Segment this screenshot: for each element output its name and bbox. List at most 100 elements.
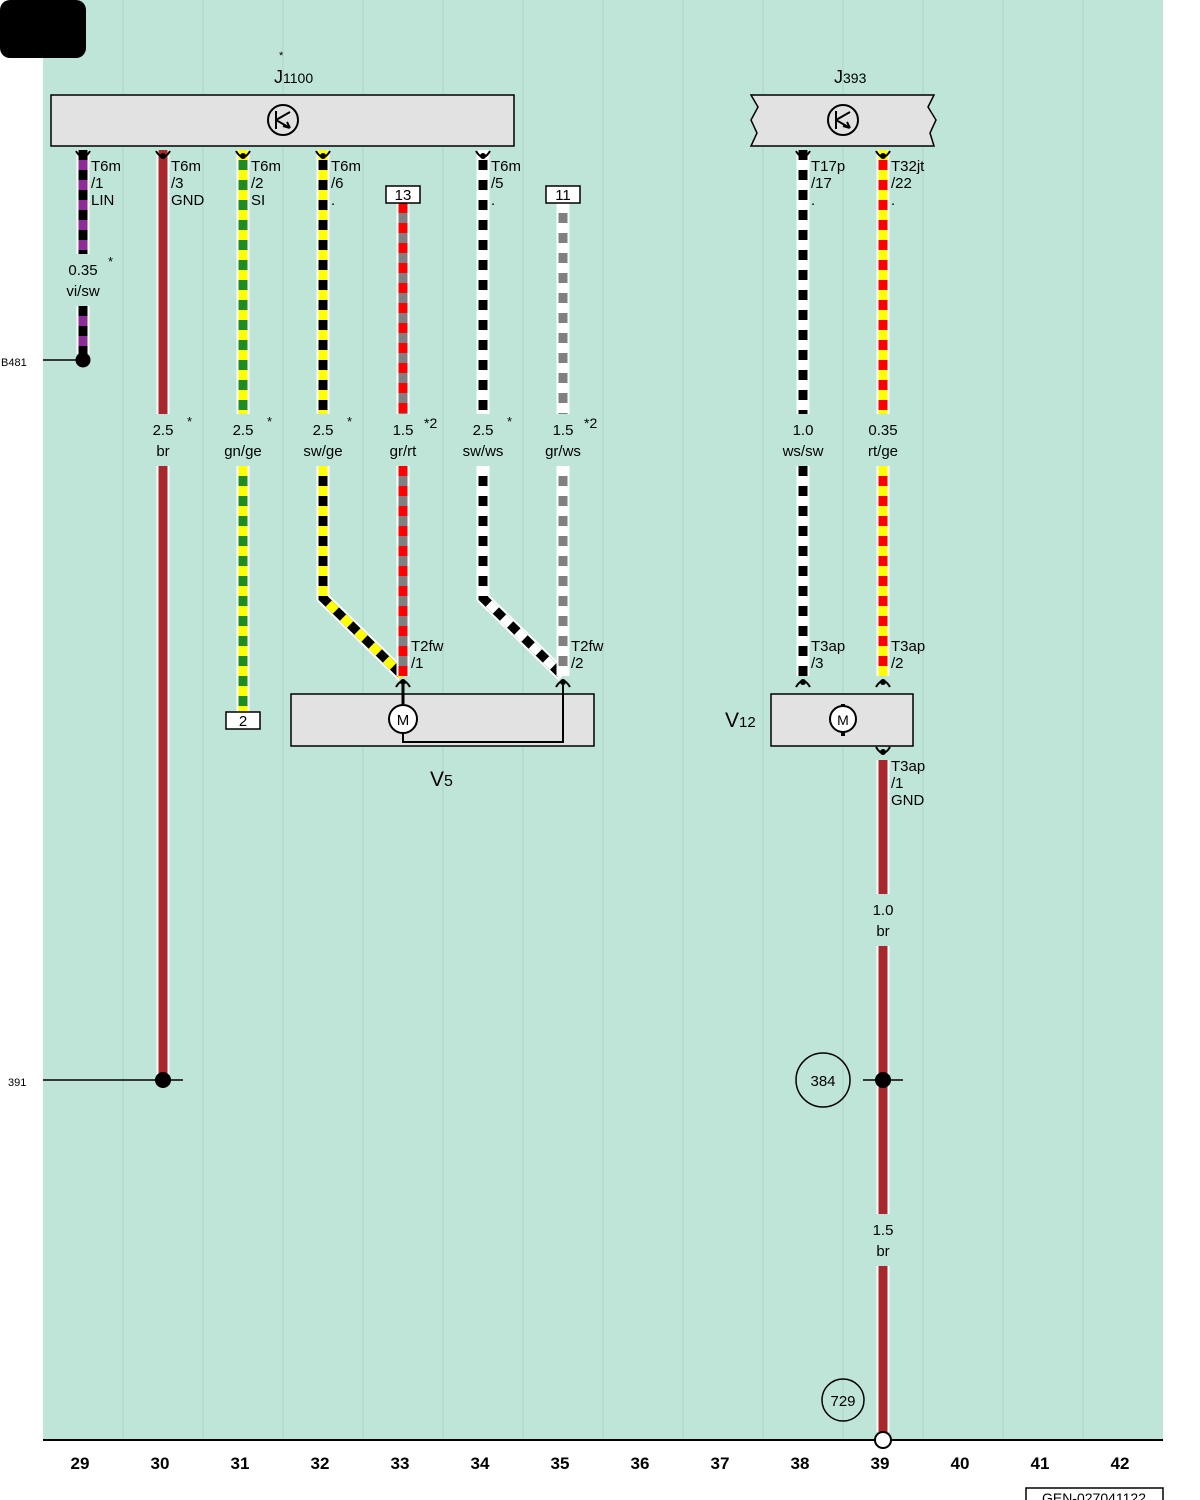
ref-384[interactable]: 384 — [795, 1052, 903, 1108]
component-v12[interactable]: M V12 — [725, 693, 914, 747]
terminal-top-483 — [475, 150, 491, 159]
pin-label-34: T6m/5. — [491, 158, 521, 209]
column-number: 38 — [791, 1454, 810, 1473]
ref-384-circle — [795, 1052, 851, 1108]
column-number: 34 — [471, 1454, 490, 1473]
pin-label-v5-2: T2fw/2 — [571, 638, 604, 672]
junction-dot — [875, 1072, 891, 1088]
column-number: 32 — [311, 1454, 330, 1473]
component-j393-box — [749, 94, 937, 147]
motor-v5-link — [402, 685, 564, 743]
component-v5-box — [290, 693, 595, 747]
pin-label-39: T32jt/22. — [891, 158, 925, 209]
pin-label-32: T6m/6. — [331, 158, 361, 209]
wire-mark-31: * — [267, 414, 272, 429]
motor-icon — [388, 704, 418, 734]
ref-384-label: 384 — [810, 1073, 835, 1090]
column-number: 29 — [71, 1454, 90, 1473]
wire-32b[interactable] — [316, 466, 408, 681]
junction-dot — [155, 1072, 171, 1088]
column-number: 40 — [951, 1454, 970, 1473]
column-number: 42 — [1111, 1454, 1130, 1473]
component-v5[interactable]: M V5 — [290, 685, 595, 791]
transistor-icon — [827, 104, 859, 136]
column-number: 36 — [631, 1454, 650, 1473]
wire-mark-29: * — [108, 254, 113, 269]
junction-dot — [75, 352, 91, 368]
wire-marks: * * * * *2 * *2 — [108, 254, 597, 431]
svg-text:13: 13 — [395, 187, 412, 204]
terminals-layer — [75, 150, 891, 755]
terminal-v12-1 — [875, 746, 891, 755]
connector-box-13[interactable]: 13 — [385, 185, 421, 204]
wires-layer — [76, 150, 890, 1432]
ref-391-label: 391 — [8, 1077, 26, 1089]
pin-label-v5-1: T2fw/1 — [411, 638, 444, 672]
wire-34b[interactable] — [476, 466, 568, 681]
wire-mark-33: *2 — [424, 415, 437, 431]
corner-tab — [0, 0, 86, 58]
ref-729[interactable]: 729 — [821, 1378, 892, 1449]
motor-glyph: M — [397, 712, 410, 729]
wire-mark-35: *2 — [584, 415, 597, 431]
ref-391[interactable]: 391 — [8, 1072, 183, 1089]
component-j393[interactable]: J393 — [749, 67, 937, 147]
footer-code-box: GEN-027041122 — [1025, 1487, 1164, 1500]
terminal-top-163 — [155, 150, 171, 159]
wire-mark-34: * — [507, 414, 512, 429]
column-number: 30 — [151, 1454, 170, 1473]
terminal-v5-2 — [555, 679, 571, 688]
motor-glyph: M — [837, 712, 849, 728]
component-v5-label: V5 — [430, 768, 453, 791]
svg-text:2: 2 — [239, 713, 247, 730]
component-v12-label: V12 — [725, 709, 756, 732]
pin-label-v12-2: T3ap/2 — [891, 638, 925, 672]
column-number: 33 — [391, 1454, 410, 1473]
component-j1100[interactable]: * J1100 — [50, 50, 515, 147]
ref-729-label: 729 — [830, 1393, 855, 1410]
ref-729-circle — [821, 1378, 865, 1422]
terminal-top-323 — [315, 150, 331, 159]
pin-label-v12-3: T3ap/3 — [811, 638, 845, 672]
column-number: 41 — [1031, 1454, 1050, 1473]
terminal-top-243 — [235, 150, 251, 159]
column-number: 39 — [871, 1454, 890, 1473]
footer-code: GEN-027041122 — [1042, 1490, 1146, 1500]
connector-box-2[interactable]: 2 — [225, 711, 261, 730]
component-j1100-star: * — [279, 50, 284, 62]
column-number: 35 — [551, 1454, 570, 1473]
column-number: 31 — [231, 1454, 250, 1473]
ref-b481[interactable]: B481 — [1, 352, 91, 370]
terminal-top-803 — [795, 150, 811, 159]
component-j1100-label: J1100 — [274, 67, 313, 87]
pin-label-38: T17p/17. — [811, 158, 845, 209]
terminal-v12-3 — [795, 679, 811, 688]
component-v12-box — [770, 693, 914, 747]
motor-icon — [829, 705, 857, 733]
terminal-top-83 — [75, 150, 91, 159]
connector-box-11[interactable]: 11 — [545, 185, 581, 204]
wire-mark-30: * — [187, 414, 192, 429]
terminal-top-883 — [875, 150, 891, 159]
component-j393-label: J393 — [834, 67, 867, 87]
component-j1100-box — [50, 94, 515, 147]
ref-b481-label: B481 — [1, 357, 27, 369]
terminal-v5-1 — [395, 679, 411, 688]
